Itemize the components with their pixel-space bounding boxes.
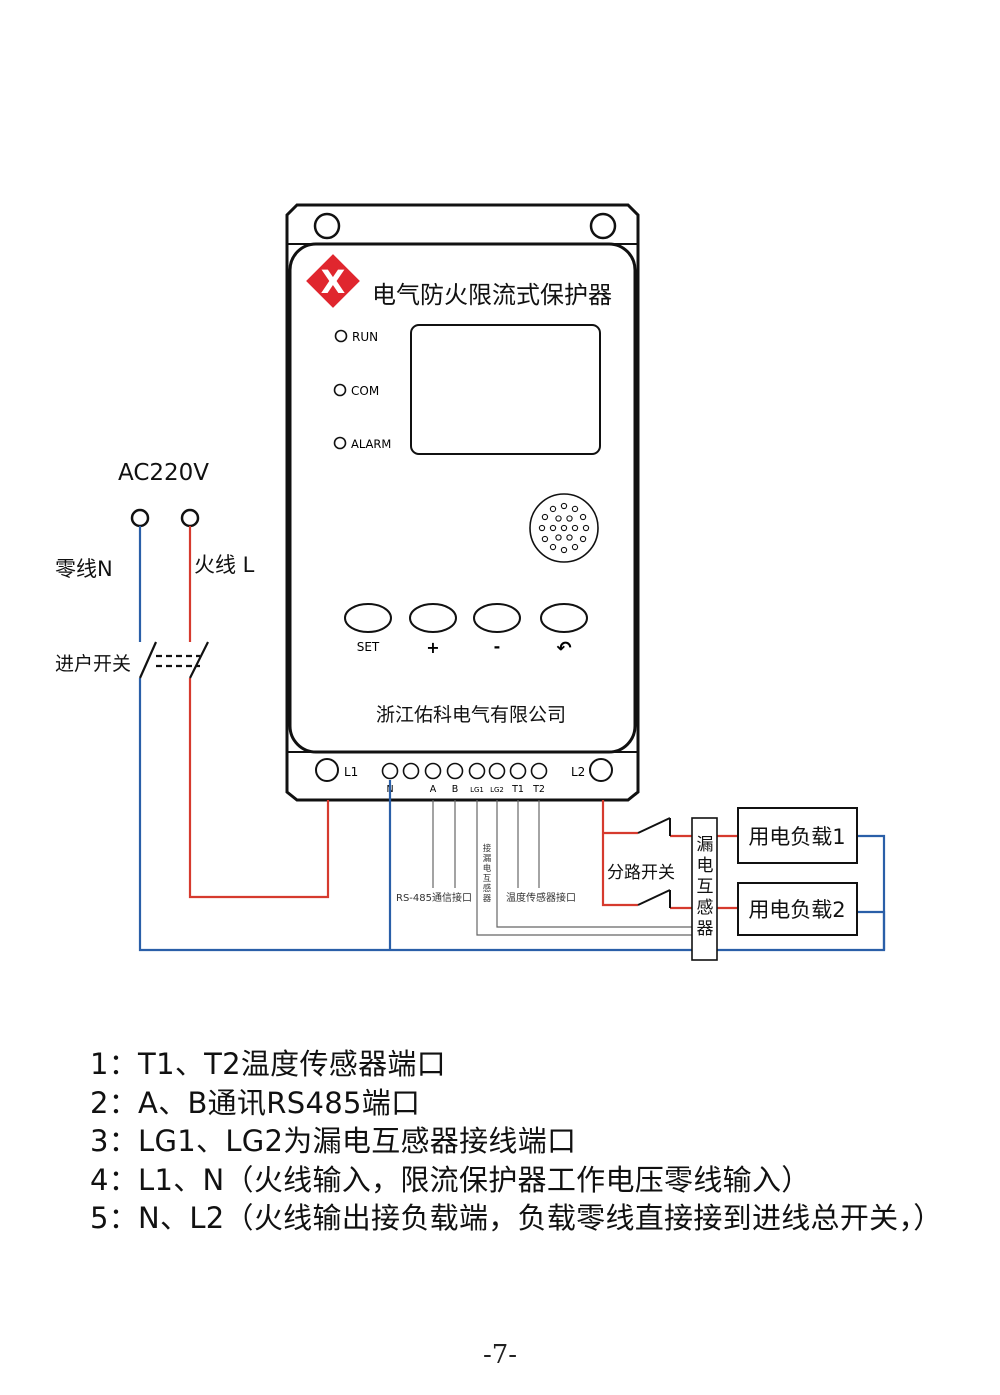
set-button[interactable] <box>344 603 392 633</box>
buzzer-hole <box>541 535 549 543</box>
branch-switch-label: 分路开关 <box>607 863 675 883</box>
terminal-b-label: B <box>452 784 459 795</box>
indicator-run: RUN <box>334 329 378 344</box>
logo-letter: X <box>321 263 346 301</box>
terminal-lg2-label: LG2 <box>490 786 504 794</box>
buzzer-hole <box>541 513 549 521</box>
terminal-lg1 <box>468 762 486 780</box>
buzzer-grille <box>529 493 599 563</box>
load-1-label: 用电负载1 <box>748 825 845 849</box>
live-input-terminal <box>180 508 200 528</box>
buzzer-hole <box>555 515 562 522</box>
terminal-strip: L1 L2 N A B LG1 LG2 T1 T2 <box>315 758 613 795</box>
buzzer-hole <box>566 534 573 541</box>
device-title: 电气防火限流式保护器 <box>372 281 612 309</box>
mount-hole-top-left <box>313 212 341 240</box>
buzzer-hole <box>560 502 568 510</box>
buzzer-hole <box>571 505 579 513</box>
device-front-panel <box>288 242 637 754</box>
terminal-l2-screw <box>589 758 613 782</box>
leakage-ct-label: 漏电互感器 <box>697 835 714 939</box>
set-button-label: SET <box>357 640 380 654</box>
note-item: 4：L1、N（火线输入，限流保护器工作电压零线输入） <box>90 1162 811 1197</box>
company-name: 浙江佑科电气有限公司 <box>376 704 566 726</box>
vertical-label: 接漏电互感器 <box>483 843 492 904</box>
load-2-label: 用电负载2 <box>748 898 845 922</box>
protector-device: X 电气防火限流式保护器 RUN COM ALARM SET <box>285 203 640 802</box>
vertical-label: 漏电互感器 <box>697 835 714 939</box>
terminal-l1-screw <box>315 758 339 782</box>
load-2-box <box>737 882 858 936</box>
note-item: 3：LG1、LG2为漏电互感器接线端口 <box>90 1124 577 1158</box>
buzzer-hole <box>582 524 590 532</box>
note-item: 2：A、B通讯RS485端口 <box>90 1085 421 1120</box>
buzzer-hole <box>571 543 579 551</box>
live-wire-label: 火线 L <box>194 553 255 577</box>
buzzer-hole <box>549 543 557 551</box>
load-1-box <box>737 807 858 864</box>
buzzer-hole <box>538 524 546 532</box>
branch-switch-icons <box>637 817 671 908</box>
terminal-t2-label: T2 <box>532 784 545 795</box>
buzzer-hole <box>549 505 557 513</box>
buzzer-outline <box>529 493 599 563</box>
minus-button[interactable] <box>473 603 521 633</box>
indicator-com: COM <box>333 383 379 398</box>
indicator-alarm-label: ALARM <box>351 437 391 451</box>
temp-sensor-port-label: 温度传感器接口 <box>506 891 576 904</box>
main-switch-label: 进户开关 <box>55 653 131 675</box>
back-button[interactable] <box>540 603 588 633</box>
lcd-display <box>410 324 601 455</box>
note-item: 1：T1、T2温度传感器端口 <box>90 1047 446 1081</box>
page-number: -7- <box>482 1340 518 1370</box>
com-led-icon <box>333 383 347 397</box>
terminal-a <box>424 762 442 780</box>
source-voltage-label: AC220V <box>118 460 209 486</box>
indicator-run-label: RUN <box>352 330 378 344</box>
buzzer-hole <box>566 515 573 522</box>
buzzer-hole <box>560 546 568 554</box>
terminal-t1 <box>509 762 527 780</box>
note-item: 5：N、L2（火线输出接负载端，负载零线直接接到进线总开关，） <box>90 1201 943 1235</box>
terminal-l2-label: L2 <box>571 765 585 779</box>
terminal-lg1-label: LG1 <box>470 786 484 794</box>
company-logo: X <box>306 254 360 308</box>
buzzer-hole <box>571 524 579 532</box>
terminal-b <box>446 762 464 780</box>
neutral-wire-label: 零线N <box>55 557 113 581</box>
plus-button-label: + <box>426 638 439 657</box>
wiring-notes: 1：T1、T2温度传感器端口 2：A、B通讯RS485端口 3：LG1、LG2为… <box>90 1045 943 1238</box>
back-arrow-icon: ↶ <box>556 638 571 659</box>
minus-button-label: - <box>494 637 501 656</box>
signal-lines <box>432 800 692 936</box>
logo-diamond <box>306 254 360 308</box>
alarm-led-icon <box>333 436 347 450</box>
plus-button[interactable] <box>409 603 457 633</box>
indicator-com-label: COM <box>351 384 379 398</box>
buzzer-hole <box>579 535 587 543</box>
indicator-alarm: ALARM <box>333 436 391 451</box>
rs485-port-label: RS-485通信接口 <box>396 891 472 904</box>
terminal-l1-label: L1 <box>344 765 358 779</box>
buzzer-hole <box>555 534 562 541</box>
terminal-n <box>381 762 399 780</box>
terminal-t2 <box>530 762 548 780</box>
control-buttons: SET + - ↶ <box>344 603 588 659</box>
buzzer-hole <box>549 524 557 532</box>
terminal-lg2 <box>488 762 506 780</box>
power-source: AC220V 零线N 火线 L 进户开关 <box>55 460 255 675</box>
buzzer-hole <box>560 524 568 532</box>
leakage-ct-box <box>691 817 718 961</box>
main-switch-icon <box>138 641 209 679</box>
leak-ct-port-label: 接漏电互感器 <box>483 843 492 904</box>
terminal-spare <box>402 762 420 780</box>
terminal-t1-label: T1 <box>511 784 524 795</box>
neutral-wire <box>138 526 886 952</box>
mount-hole-top-right <box>589 212 617 240</box>
buzzer-hole <box>579 513 587 521</box>
run-led-icon <box>334 329 348 343</box>
terminal-a-label: A <box>430 784 437 795</box>
neutral-input-terminal <box>130 508 150 528</box>
